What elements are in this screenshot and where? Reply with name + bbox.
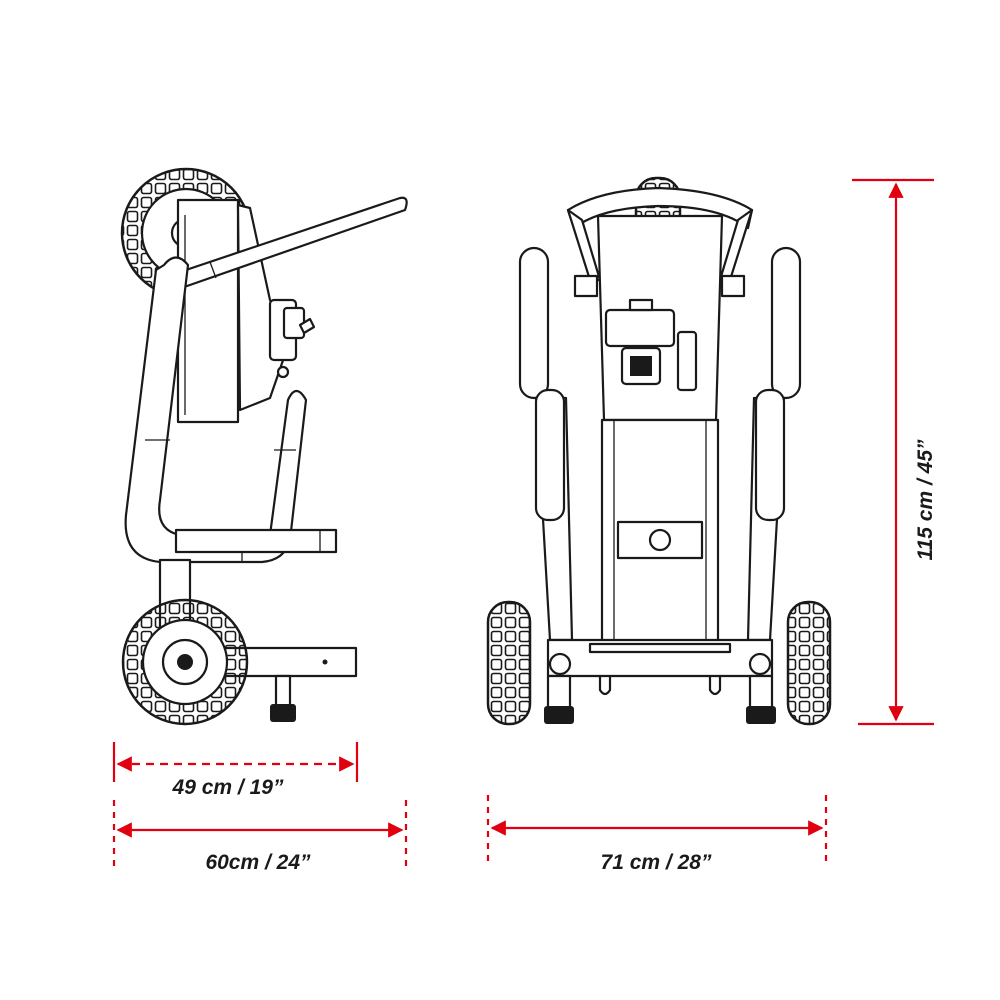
side-clamp bbox=[268, 298, 316, 379]
front-left-wheel bbox=[486, 600, 532, 726]
side-frame-column bbox=[176, 198, 240, 424]
side-depth-label: 49 cm / 19” bbox=[172, 776, 284, 799]
side-overall-label: 60cm / 24” bbox=[205, 851, 311, 874]
dimension-lines bbox=[112, 178, 934, 866]
height-label: 115 cm / 45” bbox=[914, 439, 937, 561]
side-u-frame bbox=[124, 256, 308, 564]
front-right-handle bbox=[746, 246, 802, 642]
front-phone-holder bbox=[604, 308, 676, 348]
front-view-drawing bbox=[486, 176, 832, 726]
side-view-drawing bbox=[120, 167, 408, 726]
front-top-handle bbox=[566, 186, 754, 230]
front-left-handle bbox=[518, 246, 574, 642]
front-width-label: 71 cm / 28” bbox=[601, 851, 712, 874]
side-bottom-wheel bbox=[121, 598, 249, 726]
front-right-wheel bbox=[786, 600, 832, 726]
